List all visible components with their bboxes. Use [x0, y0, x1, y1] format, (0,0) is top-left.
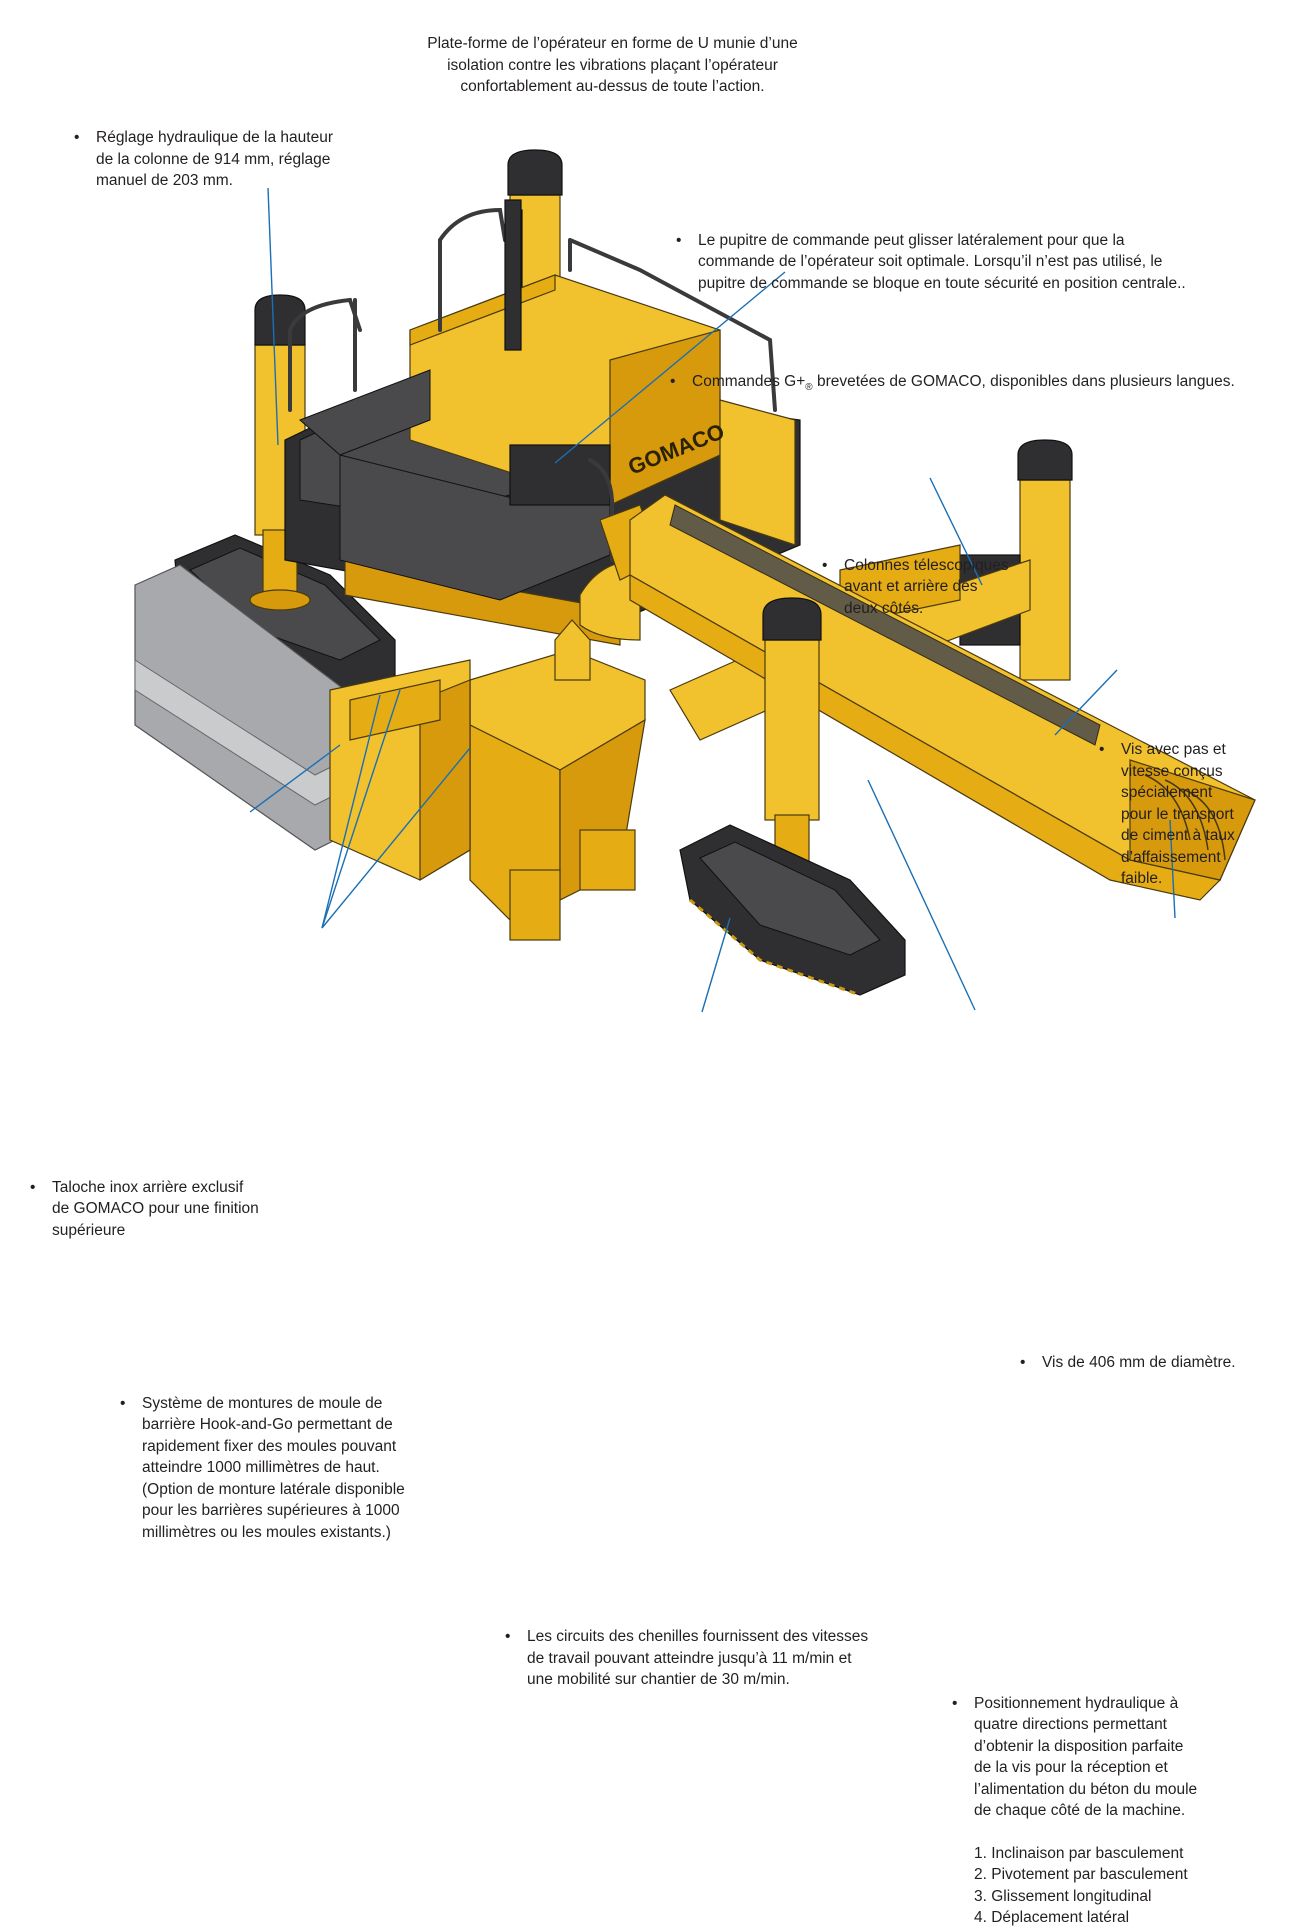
- controls-suffix: brevetées de GOMACO, disponibles dans pl…: [812, 373, 1235, 390]
- callout-line: de ciment à taux: [1121, 827, 1235, 845]
- callout-line: (Option de monture latérale disponible: [142, 1480, 405, 1498]
- callout-line: de la colonne de 914 mm, réglage: [96, 150, 331, 168]
- railings: [288, 207, 777, 562]
- callout-tracks: Les circuits des chenilles fournissent d…: [505, 1626, 1296, 1691]
- callout-line: l’alimentation du béton du moule: [974, 1780, 1198, 1798]
- callout-controls: Commandes G+® brevetées de GOMACO, dispo…: [670, 371, 1296, 399]
- control-console: [509, 444, 611, 506]
- callout-line: pour les barrières supérieures à 1000: [142, 1502, 400, 1520]
- callout-line: pupitre de commande se bloque en toute s…: [698, 274, 1186, 292]
- callout-line: Taloche inox arrière exclusif: [52, 1178, 244, 1196]
- callout-positioning: Positionnement hydraulique à quatre dire…: [952, 1693, 1296, 1929]
- registered-mark: ®: [805, 382, 813, 394]
- positioning-list-item: 1. Inclinaison par basculement: [974, 1844, 1184, 1862]
- callout-line: quatre directions permettant: [974, 1716, 1167, 1734]
- exhaust-stack: [504, 199, 522, 351]
- callout-column-height: Réglage hydraulique de la hauteur de la …: [74, 127, 1296, 192]
- mold-mount: [329, 659, 636, 941]
- callout-line: d’affaissement: [1121, 848, 1221, 866]
- callout-line: Les circuits des chenilles fournissent d…: [527, 1628, 869, 1646]
- callout-line: atteindre 1000 millimètres de haut.: [142, 1459, 380, 1477]
- callout-platform: Plate-forme de l’opérateur en forme de U…: [405, 33, 820, 98]
- callout-line: Vis avec pas et: [1121, 741, 1226, 759]
- operator-platform: [299, 369, 611, 601]
- callout-line: Plate-forme de l’opérateur en forme de U…: [427, 35, 798, 52]
- callout-line: rapidement fixer des moules pouvant: [142, 1437, 397, 1455]
- positioning-list-item: 2. Pivotement par basculement: [974, 1866, 1188, 1884]
- callout-columns: Colonnes télescopiques avant et arrière …: [822, 555, 1296, 620]
- callout-line: spécialement: [1121, 784, 1213, 802]
- callout-line: Positionnement hydraulique à: [974, 1694, 1179, 1712]
- engine-housing: GOMACO: [409, 274, 796, 546]
- callout-trowel: Taloche inox arrière exclusif de GOMACO …: [30, 1177, 1296, 1242]
- controls-prefix: Commandes G+: [692, 373, 806, 390]
- leader-lines: [249, 187, 1176, 1013]
- callout-line: une mobilité sur chantier de 30 m/min.: [527, 1671, 790, 1689]
- callout-line: Système de montures de moule de: [142, 1394, 383, 1412]
- callout-auger: Vis avec pas et vitesse conçus spécialem…: [1099, 739, 1296, 890]
- callout-line: Réglage hydraulique de la hauteur: [96, 129, 333, 146]
- callout-line: millimètres ou les moules existants.): [142, 1523, 391, 1541]
- callout-line: Vis de 406 mm de diamètre.: [1042, 1354, 1236, 1372]
- positioning-list-item: 4. Déplacement latéral: [974, 1909, 1130, 1927]
- callout-auger-diameter: Vis de 406 mm de diamètre.: [1020, 1352, 1296, 1374]
- callout-line: Le pupitre de commande peut glisser laté…: [698, 231, 1125, 249]
- callout-line: deux côtés.: [844, 599, 924, 617]
- callout-line: d’obtenir la disposition parfaite: [974, 1737, 1184, 1755]
- callout-line: avant et arrière des: [844, 578, 978, 596]
- callout-line: de GOMACO pour une finition: [52, 1200, 259, 1218]
- callout-line: de travail pouvant atteindre jusqu’à 11 …: [527, 1649, 852, 1667]
- positioning-list-item: 3. Glissement longitudinal: [974, 1887, 1152, 1905]
- callout-line: de chaque côté de la machine.: [974, 1802, 1186, 1820]
- front-near-track: [679, 824, 906, 997]
- callout-line: barrière Hook-and-Go permettant de: [142, 1416, 393, 1434]
- callout-mold-mount: Système de montures de moule de barrière…: [120, 1393, 1296, 1544]
- callout-line: pour le transport: [1121, 805, 1234, 823]
- callout-line: Colonnes télescopiques: [844, 556, 1009, 574]
- callout-line: faible.: [1121, 870, 1163, 888]
- callout-line: commande de l’opérateur soit optimale. L…: [698, 253, 1163, 270]
- callout-console: Le pupitre de commande peut glisser laté…: [676, 230, 1296, 295]
- callout-line: isolation contre les vibrations plaçant …: [447, 56, 778, 74]
- callout-line: manuel de 203 mm.: [96, 172, 233, 189]
- callout-line: de la vis pour la réception et: [974, 1759, 1168, 1777]
- callout-line: supérieure: [52, 1221, 126, 1239]
- callout-line: confortablement au-dessus de toute l’act…: [460, 78, 765, 95]
- callout-line: vitesse conçus: [1121, 762, 1223, 780]
